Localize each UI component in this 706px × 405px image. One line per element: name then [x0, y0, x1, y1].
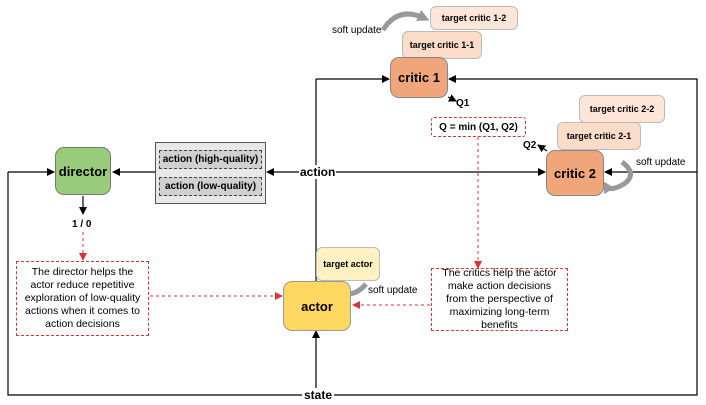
q1-label: Q1 — [456, 98, 470, 109]
target-critic-2-1-box: target critic 2-1 — [557, 122, 641, 150]
action-high-quality-item: action (high-quality) — [159, 150, 262, 169]
q-formula-box: Q = min (Q1, Q2) — [431, 117, 526, 137]
director-label: director — [58, 163, 108, 179]
critic-2-box: critic 2 — [546, 150, 604, 196]
critic1-loop-line — [448, 75, 698, 172]
q2-arrow — [537, 144, 548, 153]
director-note-box: The director helps the actor reduce repe… — [16, 261, 149, 336]
target-critic-2-1-label: target critic 2-1 — [566, 131, 632, 141]
soft-update-arrow-1 — [380, 10, 430, 32]
actor-box: actor — [283, 281, 351, 331]
action-low-quality-label: action (low-quality) — [164, 181, 257, 192]
director-box: director — [55, 147, 111, 195]
action-high-quality-label: action (high-quality) — [162, 154, 259, 165]
director-note-text: The director helps the actor reduce repe… — [24, 266, 141, 330]
action-label: action — [299, 165, 337, 179]
state-label: state — [302, 388, 335, 402]
soft-update-label-actor: soft update — [368, 285, 418, 296]
critic-1-box: critic 1 — [390, 57, 448, 98]
soft-update-label-1: soft update — [332, 25, 382, 36]
target-critic-1-1-box: target critic 1-1 — [402, 31, 482, 59]
q1-arrow — [447, 94, 457, 102]
actor-label: actor — [301, 298, 333, 314]
critic-1-label: critic 1 — [398, 70, 440, 85]
target-actor-box: target actor — [316, 247, 380, 281]
soft-update-arrow-2 — [602, 160, 633, 195]
action-low-quality-item: action (low-quality) — [159, 177, 262, 196]
target-critic-1-2-label: target critic 1-2 — [441, 13, 507, 23]
target-actor-label: target actor — [323, 259, 373, 269]
q2-label: Q2 — [523, 140, 537, 151]
target-critic-2-2-box: target critic 2-2 — [579, 95, 665, 123]
critic-2-label: critic 2 — [554, 165, 596, 181]
q-formula-label: Q = min (Q1, Q2) — [439, 121, 518, 133]
critics-note-box: The critics help the actor make action d… — [431, 267, 568, 331]
critics-note-text: The critics help the actor make action d… — [442, 267, 557, 331]
target-critic-2-2-label: target critic 2-2 — [589, 104, 655, 114]
director-output-label: 1 / 0 — [72, 219, 92, 230]
state-line — [7, 172, 698, 396]
target-critic-1-2-box: target critic 1-2 — [430, 6, 518, 30]
target-critic-1-1-label: target critic 1-1 — [409, 40, 475, 50]
soft-update-label-2: soft update — [636, 157, 686, 168]
